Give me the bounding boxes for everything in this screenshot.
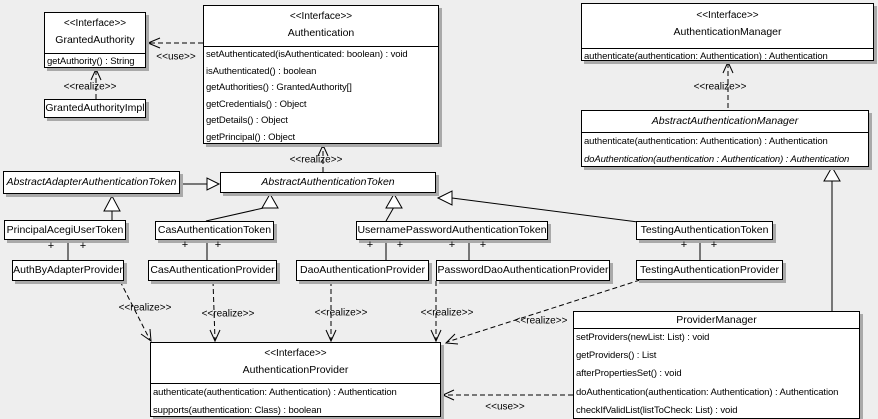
- class-name: TestingAuthenticationToken: [640, 224, 769, 236]
- association-end-plus: +: [448, 239, 456, 251]
- class-box-granted-authority: <<Interface>> GrantedAuthority getAuthor…: [44, 12, 146, 68]
- method: supports(authentication: Class) : boolea…: [153, 405, 322, 416]
- class-name: Authentication: [287, 27, 355, 39]
- association-end-plus: +: [181, 239, 189, 251]
- class-name: PrincipalAcegiUserToken: [6, 223, 124, 236]
- class-box-auth-by-adapter-provider: AuthByAdapterProvider: [12, 260, 124, 281]
- class-name: TestingAuthenticationProvider: [640, 263, 779, 276]
- association-end-plus: +: [214, 239, 222, 251]
- method: doAuthentication(authentication: Authent…: [576, 386, 839, 398]
- class-box-cas-authentication-provider: CasAuthenticationProvider: [148, 260, 277, 281]
- association-end-plus: +: [396, 239, 404, 251]
- class-box-authentication: <<Interface>> Authentication setAuthenti…: [203, 5, 439, 144]
- class-box-password-dao-authentication-provider: PasswordDaoAuthenticationProvider: [436, 260, 610, 281]
- class-box-authentication-manager: <<Interface>> AuthenticationManager auth…: [581, 3, 874, 62]
- class-name: AbstractAuthenticationToken: [261, 176, 395, 188]
- class-box-cas-authentication-token: CasAuthenticationToken: [155, 221, 274, 240]
- class-name: AbstractAuthenticationManager: [651, 115, 799, 127]
- class-name: CasAuthenticationProvider: [150, 264, 275, 276]
- class-name: AuthenticationManager: [673, 26, 782, 38]
- association-end-plus: +: [47, 240, 55, 252]
- stereotype-label: <<Interface>>: [289, 11, 353, 22]
- class-name: GrantedAuthority: [55, 34, 135, 46]
- realize-label: <<realize>>: [514, 315, 568, 327]
- realize-label: <<realize>>: [201, 308, 255, 320]
- class-box-abstract-authentication-manager: AbstractAuthenticationManager authentica…: [581, 110, 869, 167]
- class-box-abstract-authentication-token: AbstractAuthenticationToken: [220, 172, 436, 193]
- realize-label: <<realize>>: [289, 154, 343, 166]
- association-end-plus: +: [366, 239, 374, 251]
- class-box-principal-acegi-user-token: PrincipalAcegiUserToken: [4, 220, 126, 240]
- realize-label: <<realize>>: [693, 81, 747, 93]
- stereotype-label: <<Interface>>: [696, 10, 759, 21]
- method: setProviders(newList: List) : void: [576, 332, 710, 343]
- method: afterPropertiesSet() : void: [576, 368, 682, 380]
- realize-label: <<realize>>: [63, 81, 117, 93]
- method: doAuthentication(authentication : Authen…: [584, 154, 850, 165]
- class-box-testing-authentication-token: TestingAuthenticationToken: [636, 221, 773, 240]
- use-label: <<use>>: [485, 401, 525, 413]
- class-name: DaoAuthenticationProvider: [300, 264, 425, 276]
- method: getPrincipal() : Object: [206, 131, 296, 143]
- association-end-plus: +: [479, 239, 487, 251]
- method: getProviders() : List: [576, 350, 657, 362]
- class-name: AuthenticationProvider: [242, 364, 349, 376]
- stereotype-label: <<Interface>>: [63, 18, 127, 29]
- class-name: GrantedAuthorityImpl: [45, 102, 145, 114]
- method: setAuthenticated(isAuthenticated: boolea…: [206, 49, 408, 60]
- class-box-username-password-authentication-token: UsernamePasswordAuthenticationToken: [356, 221, 548, 240]
- association-end-plus: +: [710, 239, 718, 251]
- class-box-abstract-adapter-authentication-token: AbstractAdapterAuthenticationToken: [3, 171, 180, 194]
- method: getAuthority() : String: [47, 56, 135, 67]
- class-box-authentication-provider: <<Interface>> AuthenticationProvider aut…: [150, 342, 441, 417]
- class-box-granted-authority-impl: GrantedAuthorityImpl: [44, 99, 146, 118]
- stereotype-label: <<Interface>>: [264, 348, 327, 359]
- method: getDetails() : Object: [206, 115, 288, 127]
- class-name: AuthByAdapterProvider: [13, 264, 123, 276]
- realize-label: <<realize>>: [420, 307, 474, 319]
- association-end-plus: +: [680, 239, 688, 251]
- class-name: PasswordDaoAuthenticationProvider: [437, 264, 609, 276]
- class-name: UsernamePasswordAuthenticationToken: [357, 224, 547, 236]
- class-box-provider-manager: ProviderManager setProviders(newList: Li…: [573, 311, 860, 419]
- method: getCredentials() : Object: [206, 98, 307, 110]
- class-name: CasAuthenticationToken: [157, 224, 272, 236]
- method: authenticate(authentication: Authenticat…: [584, 51, 828, 62]
- use-label: <<use>>: [156, 51, 196, 63]
- method: isAuthenticated() : boolean: [206, 65, 317, 77]
- realize-label: <<realize>>: [118, 302, 172, 314]
- association-end-plus: +: [79, 240, 87, 252]
- class-box-testing-authentication-provider: TestingAuthenticationProvider: [636, 260, 783, 280]
- class-name: AbstractAdapterAuthenticationToken: [6, 176, 177, 188]
- method: checkIfValidList(listToCheck: List) : vo…: [576, 404, 738, 416]
- method: authenticate(authentication: Authenticat…: [584, 136, 828, 147]
- class-box-dao-authentication-provider: DaoAuthenticationProvider: [296, 260, 429, 281]
- class-name: ProviderManager: [676, 314, 757, 326]
- method: authenticate(authentication: Authenticat…: [153, 387, 397, 398]
- realize-label: <<realize>>: [314, 307, 368, 319]
- method: getAuthorities() : GrantedAuthority[]: [206, 82, 352, 94]
